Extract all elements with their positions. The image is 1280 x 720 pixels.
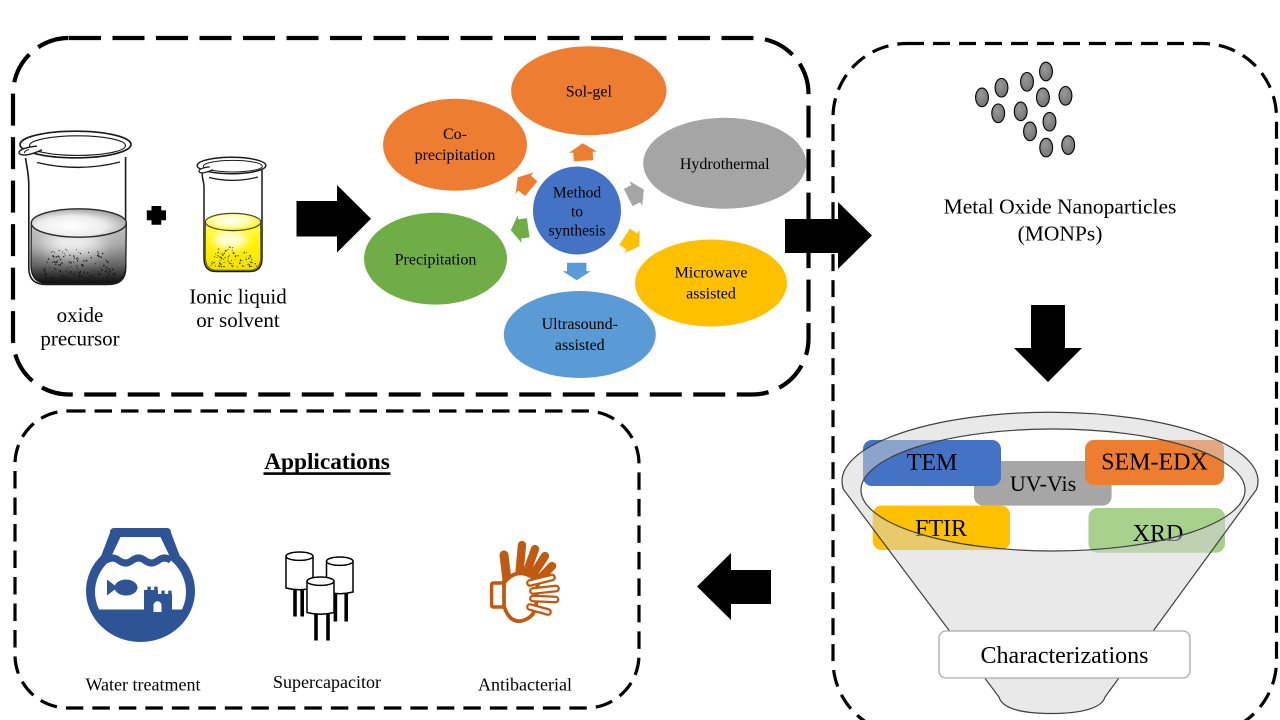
svg-text:Sol-gel: Sol-gel bbox=[566, 84, 613, 101]
svg-text:Ultrasound-: Ultrasound- bbox=[542, 316, 618, 333]
svg-text:Co-: Co- bbox=[443, 126, 467, 143]
svg-text:Precipitation: Precipitation bbox=[395, 252, 477, 269]
svg-text:Microwave: Microwave bbox=[675, 265, 748, 282]
svg-text:precipitation: precipitation bbox=[415, 147, 496, 164]
svg-text:Method: Method bbox=[553, 185, 601, 202]
svg-text:Antibacterial: Antibacterial bbox=[478, 675, 572, 695]
svg-text:Ionic liquid: Ionic liquid bbox=[189, 285, 287, 309]
svg-text:to: to bbox=[571, 204, 583, 221]
svg-text:Water treatment: Water treatment bbox=[86, 675, 201, 695]
svg-text:oxide: oxide bbox=[57, 303, 104, 327]
svg-text:SEM-EDX: SEM-EDX bbox=[1101, 450, 1208, 476]
svg-text:Characterizations: Characterizations bbox=[981, 643, 1149, 669]
svg-text:precursor: precursor bbox=[40, 327, 119, 351]
svg-text:(MONPs): (MONPs) bbox=[1018, 222, 1103, 246]
svg-text:or solvent: or solvent bbox=[196, 308, 280, 332]
svg-text:Hydrothermal: Hydrothermal bbox=[680, 156, 770, 173]
svg-text:assisted: assisted bbox=[686, 286, 736, 303]
svg-text:synthesis: synthesis bbox=[549, 223, 606, 240]
svg-text:assisted: assisted bbox=[555, 337, 605, 354]
svg-text:UV-Vis: UV-Vis bbox=[1010, 471, 1076, 496]
svg-text:TEM: TEM bbox=[907, 450, 958, 476]
svg-text:Supercapacitor: Supercapacitor bbox=[273, 672, 381, 692]
svg-text:Applications: Applications bbox=[264, 449, 390, 475]
svg-text:Metal Oxide Nanoparticles: Metal Oxide Nanoparticles bbox=[944, 195, 1177, 219]
